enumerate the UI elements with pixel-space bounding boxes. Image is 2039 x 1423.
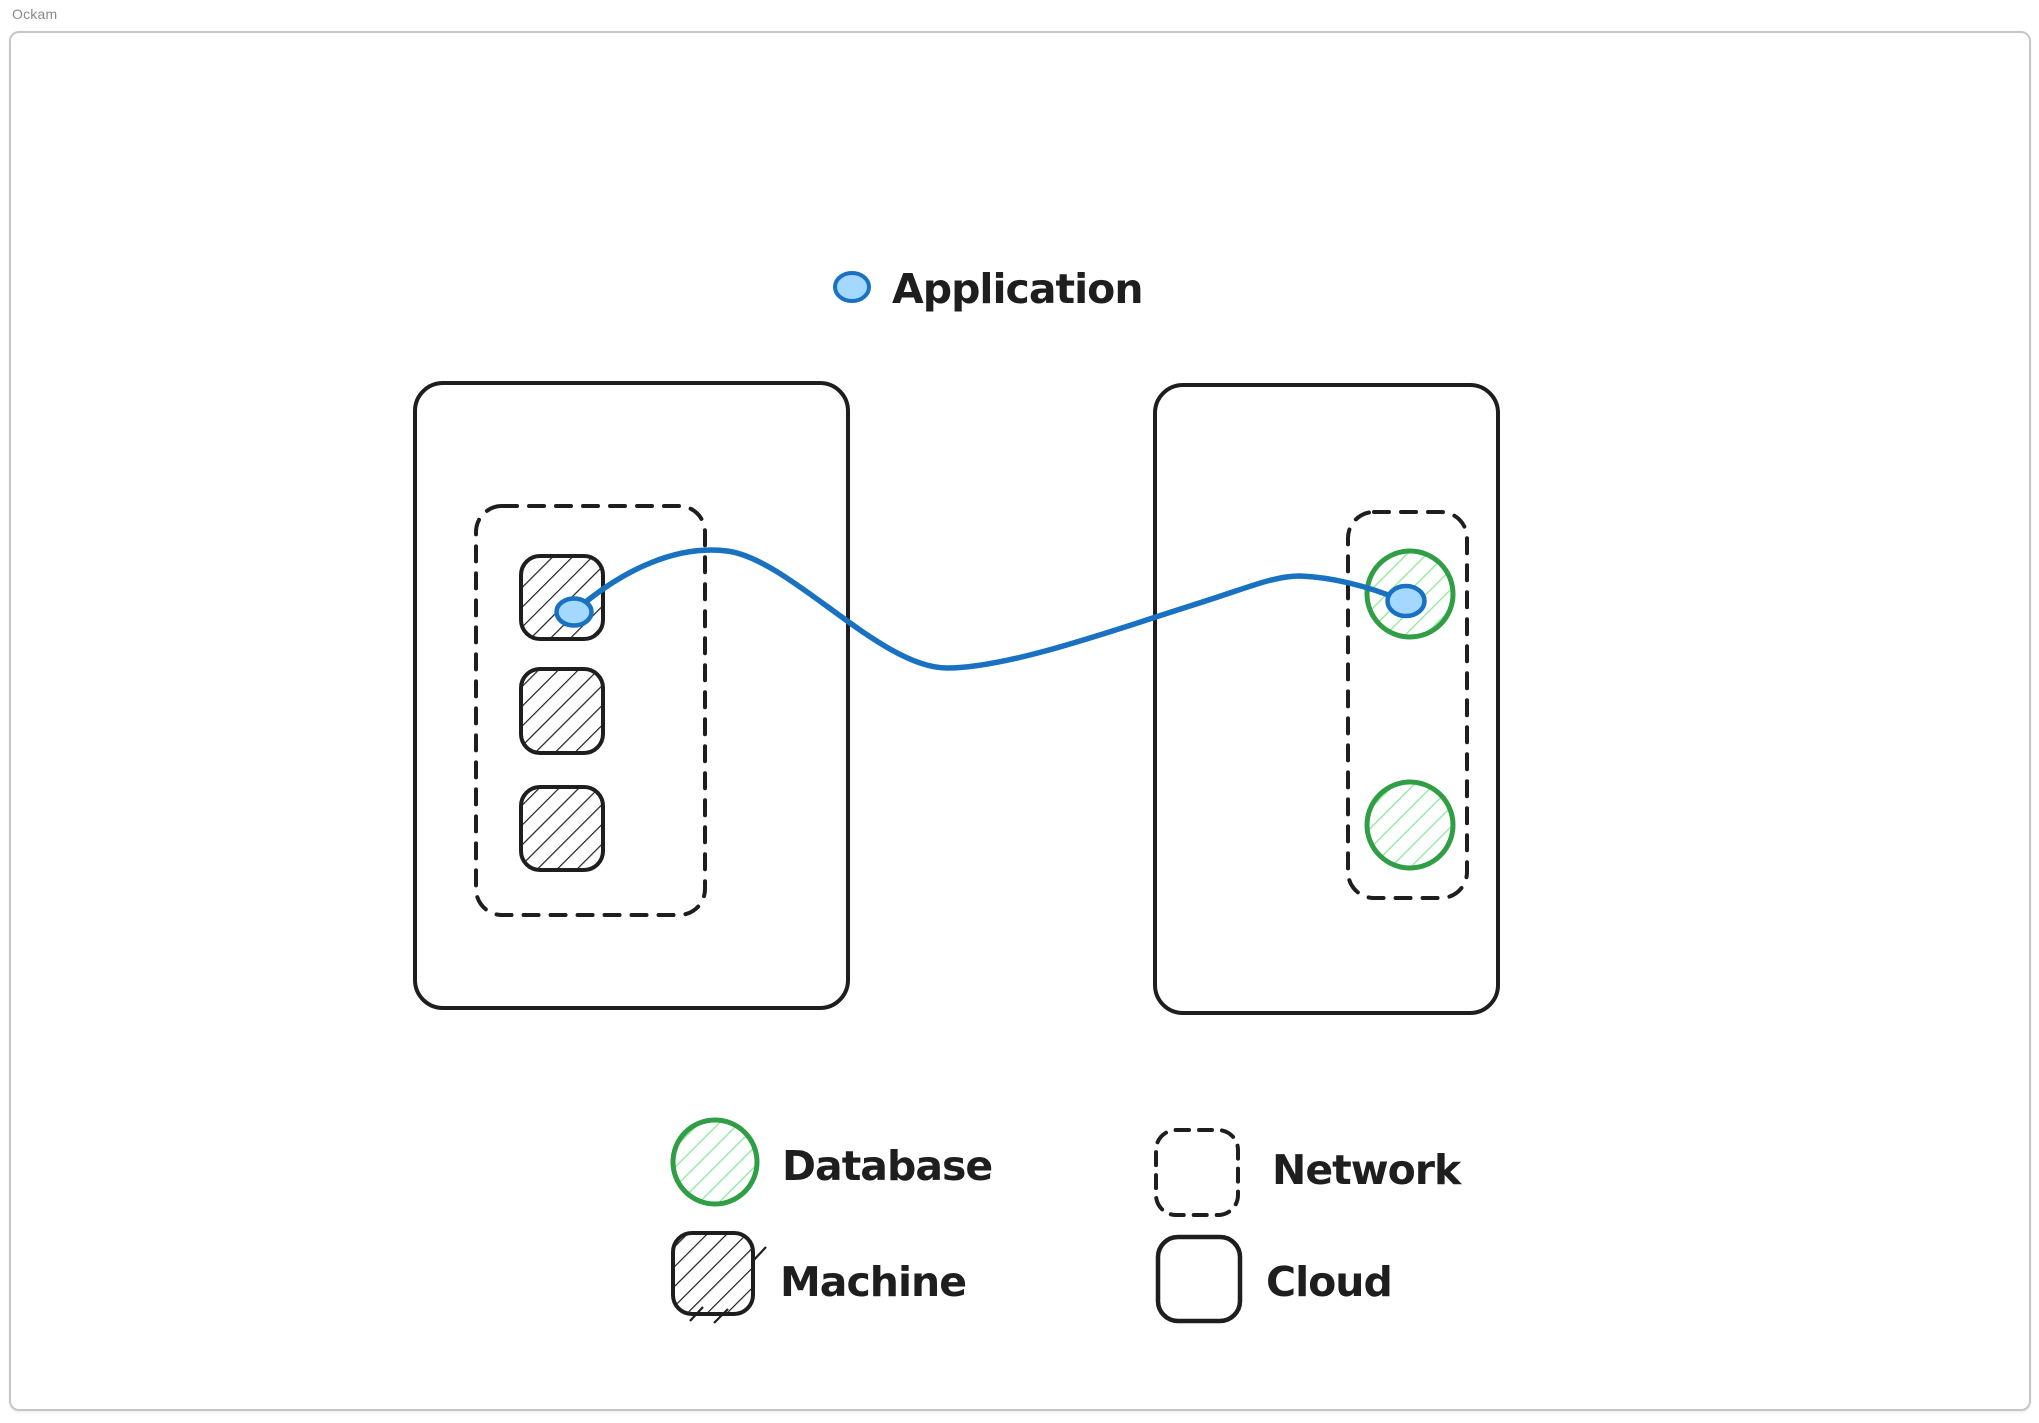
application-icon <box>833 271 871 303</box>
machine-3 <box>519 785 605 872</box>
legend-machine-label: Machine <box>780 1258 966 1306</box>
machine-3-box <box>519 785 605 872</box>
machine-icon-hatch-overshoot <box>751 1246 767 1263</box>
legend-network: Network <box>1154 1128 1464 1217</box>
database-2 <box>1364 779 1456 871</box>
legend-cloud-label: Cloud <box>1266 1258 1392 1306</box>
frame-title: Ockam <box>12 6 58 22</box>
legend-application: Application <box>833 265 1144 313</box>
machine-icon-hatch-overshoot <box>713 1308 729 1324</box>
machine-icon-hatch-overshoot <box>689 1306 704 1322</box>
machine-icon <box>671 1231 755 1316</box>
machine-2 <box>519 667 605 755</box>
network-icon <box>1154 1128 1240 1217</box>
legend-database-label: Database <box>782 1142 992 1190</box>
network-left <box>474 504 707 917</box>
secure-channel-connection <box>573 547 1401 671</box>
legend-machine: Machine <box>671 1231 967 1324</box>
database-icon <box>670 1117 760 1207</box>
database-2-circle <box>1364 779 1456 871</box>
application-node-left <box>554 596 594 628</box>
network-right <box>1346 510 1469 900</box>
cloud-right <box>1153 383 1500 1015</box>
canvas-frame <box>9 31 2031 1411</box>
application-endpoint-right <box>1385 583 1427 619</box>
legend-network-label: Network <box>1272 1146 1463 1194</box>
machine-2-box <box>519 667 605 755</box>
legend-database: Database <box>670 1117 993 1207</box>
legend-application-label: Application <box>892 265 1143 313</box>
cloud-icon <box>1155 1234 1243 1324</box>
legend-cloud: Cloud <box>1155 1234 1393 1324</box>
